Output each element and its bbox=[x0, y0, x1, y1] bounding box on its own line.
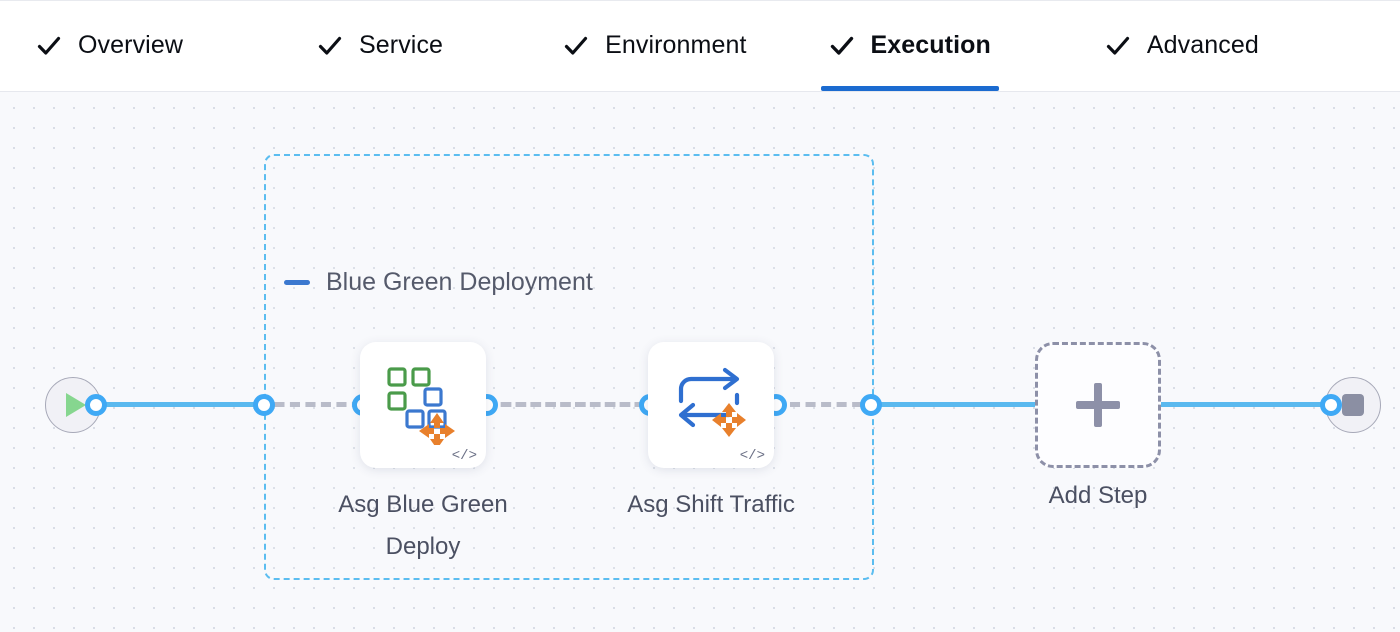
check-icon bbox=[563, 33, 589, 59]
port-group-in[interactable] bbox=[253, 394, 275, 416]
code-badge-icon: </> bbox=[451, 448, 477, 464]
stage-tab-bar: Overview Service Environment Execution bbox=[0, 0, 1400, 92]
tab-label: Environment bbox=[605, 30, 747, 59]
edge-group-to-add-step bbox=[870, 402, 1042, 407]
pipeline-end-node[interactable] bbox=[1325, 377, 1381, 433]
tab-label: Service bbox=[359, 30, 444, 59]
step-node-asg-shift-traffic[interactable]: </> Asg Shift Traffic bbox=[627, 342, 795, 518]
edge-step1-to-step2 bbox=[484, 402, 654, 407]
step-label: Asg Shift Traffic bbox=[627, 491, 795, 518]
stop-icon bbox=[1342, 394, 1364, 416]
tab-service[interactable]: Service bbox=[299, 1, 461, 91]
step-card[interactable]: </> bbox=[360, 342, 486, 468]
tab-overview[interactable]: Overview bbox=[18, 1, 201, 91]
port-group-out[interactable] bbox=[860, 394, 882, 416]
play-icon bbox=[66, 393, 86, 417]
step-card[interactable]: </> bbox=[648, 342, 774, 468]
check-icon bbox=[829, 33, 855, 59]
execution-graph-canvas[interactable]: Blue Green Deployment bbox=[0, 92, 1400, 632]
pipeline-start-node[interactable] bbox=[45, 377, 101, 433]
edge-group-entry-to-step1 bbox=[272, 402, 364, 407]
port-start-out[interactable] bbox=[85, 394, 107, 416]
port-end-in[interactable] bbox=[1320, 394, 1342, 416]
tab-execution[interactable]: Execution bbox=[811, 1, 1009, 91]
code-badge-icon: </> bbox=[739, 448, 765, 464]
step-group-title: Blue Green Deployment bbox=[326, 268, 593, 296]
edge-add-step-to-end bbox=[1155, 402, 1335, 407]
add-step-label: Add Step bbox=[1048, 482, 1148, 509]
minus-icon[interactable] bbox=[284, 280, 310, 285]
check-icon bbox=[1105, 33, 1131, 59]
tab-label: Execution bbox=[870, 30, 991, 59]
tab-label: Advanced bbox=[1146, 30, 1259, 59]
step-label: Asg Blue Green Deploy bbox=[338, 491, 508, 560]
edge-step2-to-group-exit bbox=[772, 402, 872, 407]
add-step-button[interactable] bbox=[1035, 342, 1161, 468]
check-icon bbox=[36, 33, 62, 59]
edge-start-to-group bbox=[88, 402, 270, 407]
asg-blue-green-deploy-icon bbox=[381, 361, 465, 450]
step-node-asg-blue-green-deploy[interactable]: </> Asg Blue Green Deploy bbox=[338, 342, 508, 560]
asg-shift-traffic-icon bbox=[667, 359, 755, 452]
step-group-header: Blue Green Deployment bbox=[284, 268, 593, 297]
add-step-node[interactable]: Add Step bbox=[1035, 342, 1161, 509]
plus-icon bbox=[1076, 383, 1120, 427]
tab-advanced[interactable]: Advanced bbox=[1087, 1, 1277, 91]
tab-label: Overview bbox=[78, 30, 183, 59]
tab-active-underline bbox=[820, 86, 999, 91]
tab-environment[interactable]: Environment bbox=[545, 1, 764, 91]
check-icon bbox=[317, 33, 343, 59]
